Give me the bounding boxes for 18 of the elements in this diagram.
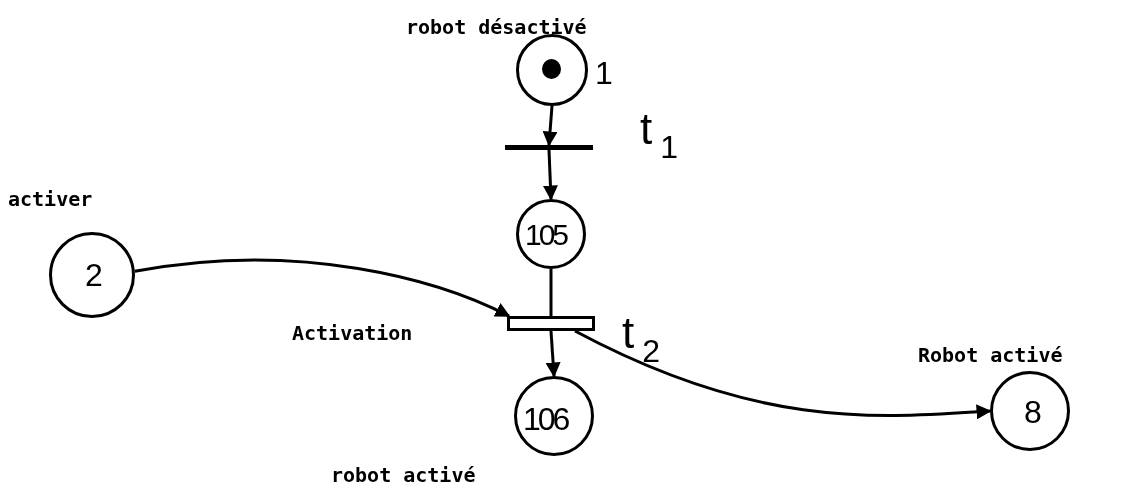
arrow (545, 330, 561, 378)
transition-name: t$_{2}$ (622, 311, 661, 367)
arrow (542, 105, 558, 147)
place-label: robot activé (331, 463, 476, 487)
transition-label: Activation (292, 321, 413, 345)
place-label: Robot activé (918, 343, 1063, 367)
place-label: robot désactivé (406, 15, 587, 39)
arrow (134, 258, 511, 318)
arrow (542, 149, 558, 201)
place-number: 106 (523, 403, 568, 435)
place-number: 1 (595, 57, 613, 89)
place-number: 105 (525, 220, 567, 250)
place-label: activer (8, 187, 93, 211)
arrow (574, 329, 992, 420)
place-number: 8 (1024, 396, 1042, 428)
connector-line (549, 269, 553, 316)
transition-name: t$_{1}$ (640, 107, 679, 163)
place-number: 2 (85, 259, 103, 291)
